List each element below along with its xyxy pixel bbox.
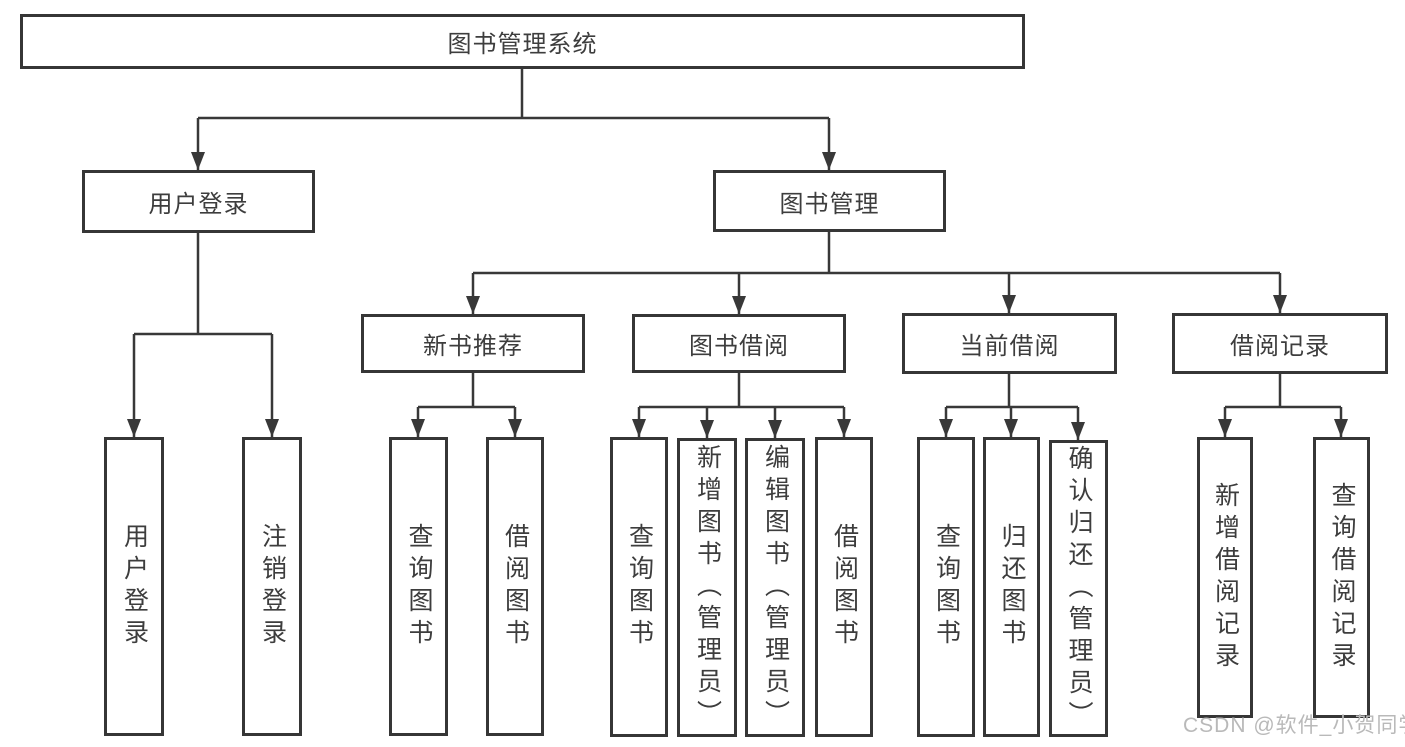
csdn-watermark: CSDN @软件_小贺同学: [1183, 714, 1405, 737]
node-label: 归还图书: [998, 523, 1026, 651]
tree-branch-lines: [134, 69, 1341, 409]
leaf-borrowing-edit-book-admin: 编辑图书（管理员）: [745, 438, 805, 737]
node-root-library-system: 图书管理系统: [20, 14, 1025, 69]
node-book-borrowing: 图书借阅: [632, 314, 846, 373]
node-borrow-records: 借阅记录: [1172, 313, 1388, 374]
leaf-records-add-record: 新增借阅记录: [1197, 437, 1253, 718]
node-label: 图书管理系统: [447, 31, 598, 58]
node-label: 编辑图书（管理员）: [761, 443, 790, 732]
node-user-login: 用户登录: [82, 170, 315, 233]
leaf-borrowing-add-book-admin: 新增图书（管理员）: [677, 438, 737, 737]
node-label: 查询图书: [405, 522, 433, 651]
node-book-management: 图书管理: [713, 170, 946, 232]
leaf-current-query-book: 查询图书: [917, 437, 975, 737]
leaf-newbook-borrow-book: 借阅图书: [486, 437, 544, 736]
node-label: 借阅记录: [1230, 333, 1330, 360]
node-label: 借阅图书: [501, 522, 530, 651]
leaf-logout: 注销登录: [242, 437, 302, 736]
node-new-book-recommend: 新书推荐: [361, 314, 585, 373]
node-label: 新增图书（管理员）: [693, 443, 722, 732]
leaf-current-return-book: 归还图书: [983, 437, 1040, 737]
node-label: 图书管理: [779, 190, 880, 218]
node-current-borrowing: 当前借阅: [902, 313, 1117, 374]
node-label: 借阅图书: [830, 523, 859, 651]
node-label: 查询图书: [932, 523, 961, 651]
node-label: 用户登录: [148, 191, 249, 218]
node-label: 当前借阅: [959, 333, 1060, 360]
node-label: 查询图书: [625, 523, 654, 651]
leaf-current-confirm-return-admin: 确认归还（管理员）: [1049, 440, 1108, 737]
node-label: 新书推荐: [423, 333, 523, 360]
leaf-borrowing-borrow-book: 借阅图书: [815, 437, 873, 737]
leaf-newbook-query-book: 查询图书: [389, 437, 448, 736]
node-label: 查询借阅记录: [1328, 481, 1356, 674]
node-label: 图书借阅: [689, 333, 789, 360]
node-label: 确认归还（管理员）: [1065, 444, 1093, 733]
node-label: 注销登录: [258, 522, 287, 651]
leaf-borrowing-query-book: 查询图书: [610, 437, 668, 737]
leaf-records-query-record: 查询借阅记录: [1313, 437, 1370, 718]
node-label: 新增借阅记录: [1211, 481, 1240, 674]
leaf-user-login: 用户登录: [104, 437, 164, 736]
tree-arrowheads: [127, 118, 1348, 440]
node-label: 用户登录: [120, 522, 149, 651]
